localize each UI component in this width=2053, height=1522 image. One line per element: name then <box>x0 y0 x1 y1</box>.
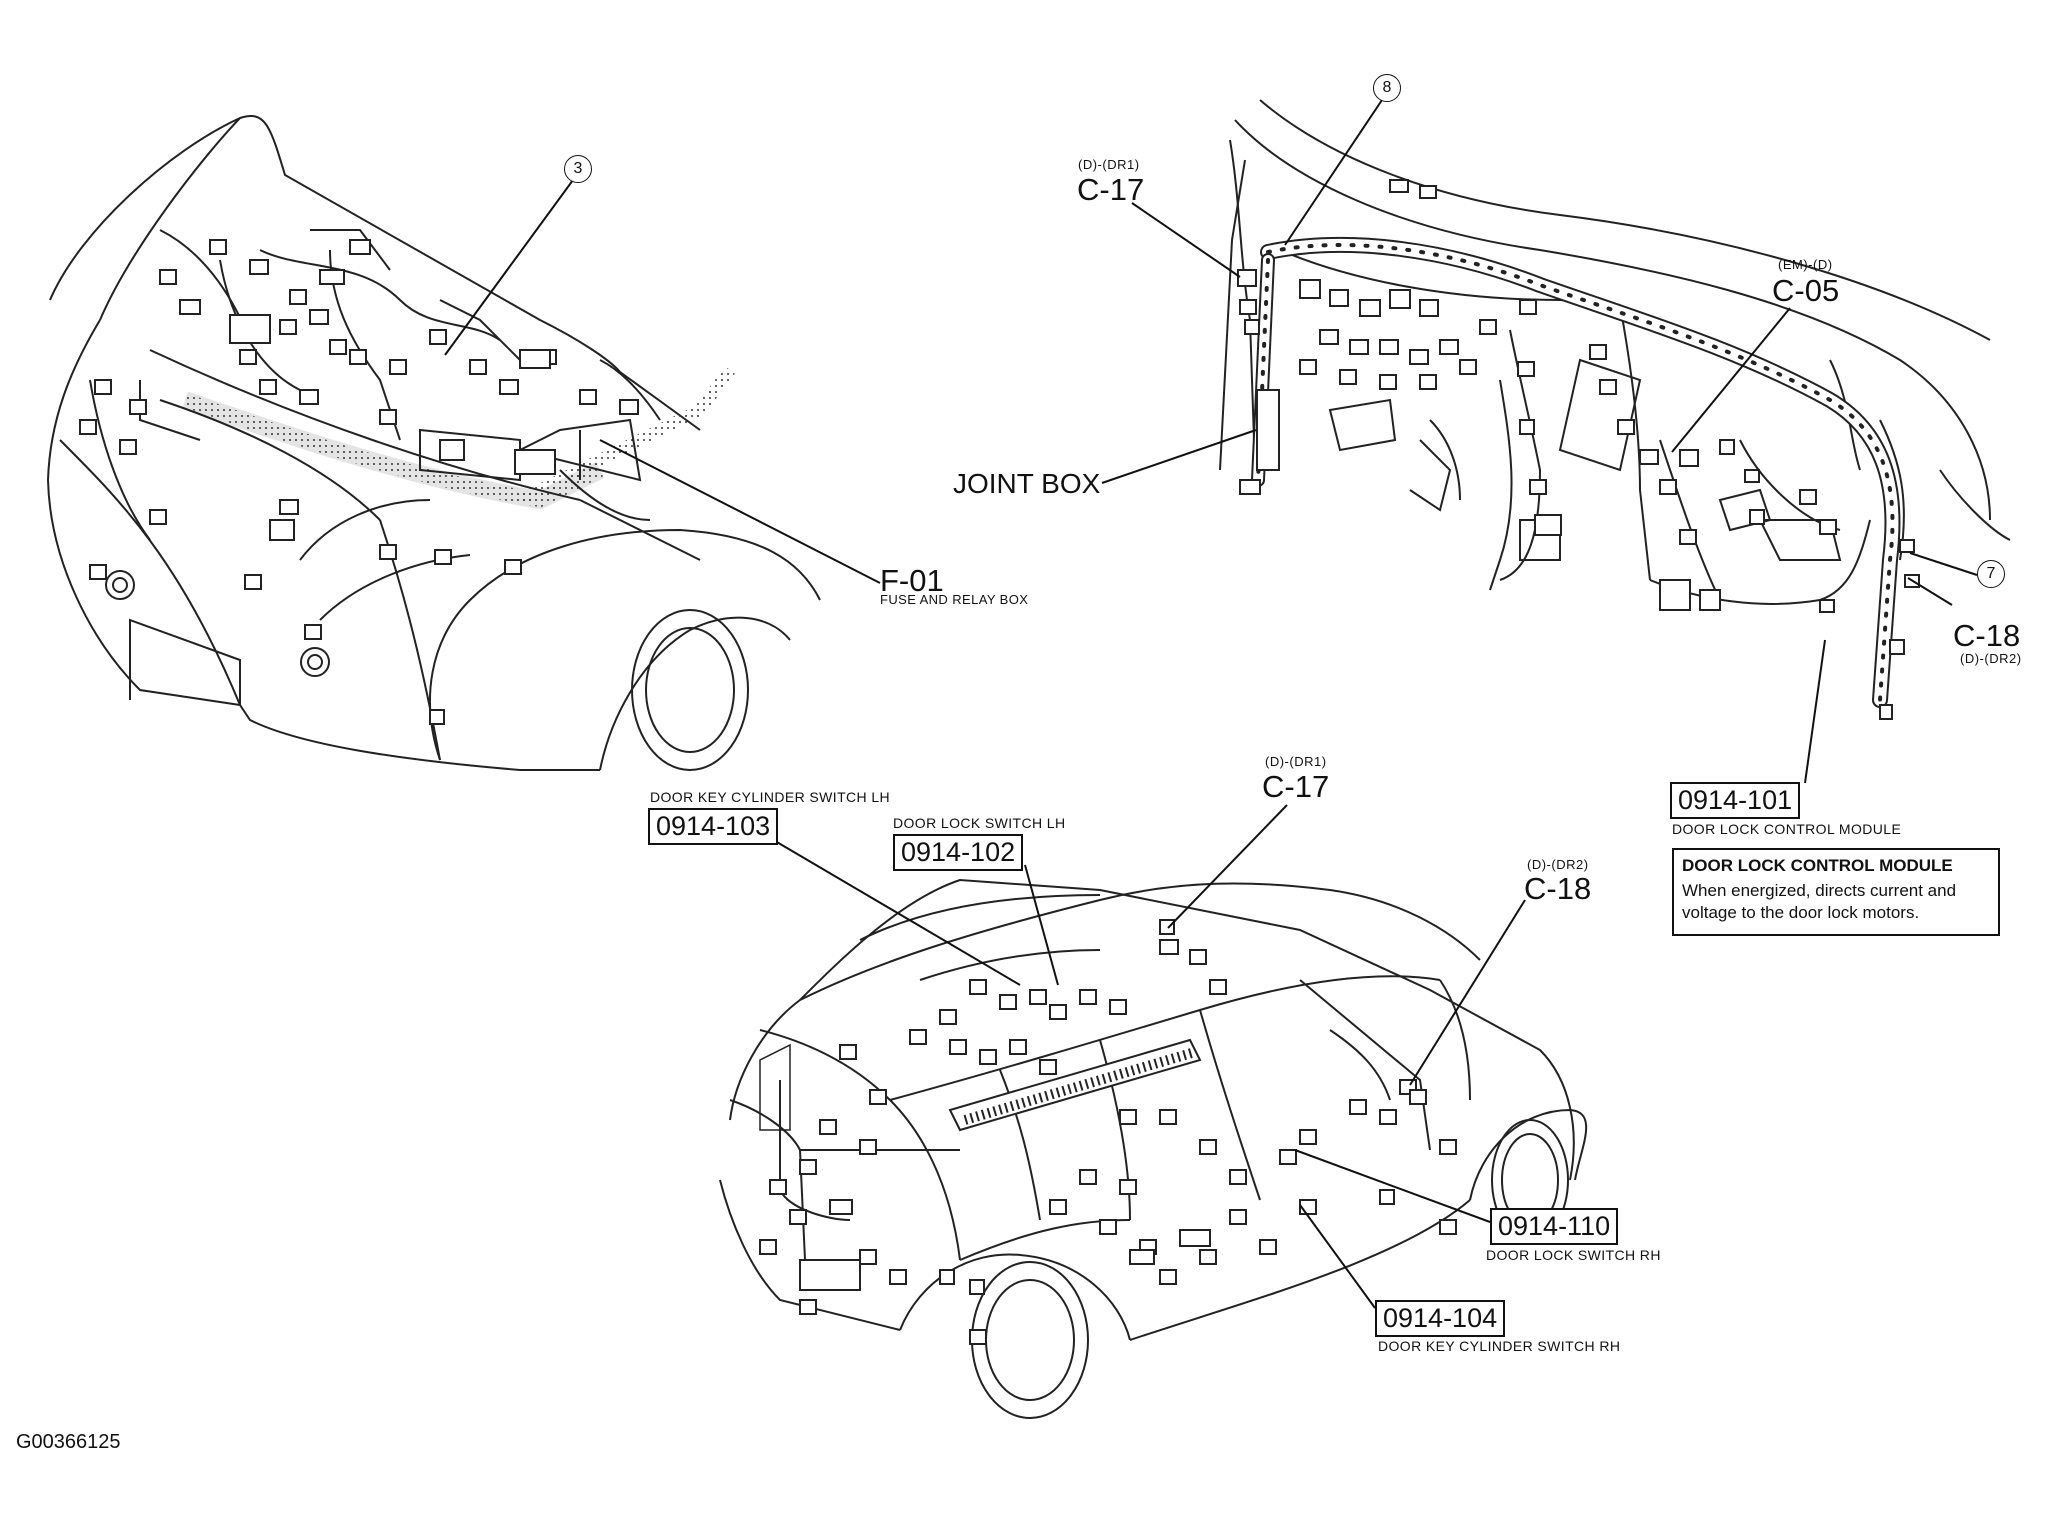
callout-3: 3 <box>564 155 592 183</box>
code-0914-103: 0914-103 <box>648 808 779 845</box>
key-cylinder-lh-caption: DOOR KEY CYLINDER SWITCH LH <box>650 789 891 805</box>
dash-interior-illustration <box>1219 99 2011 605</box>
front-vehicle-illustration <box>46 115 821 772</box>
joint-box-label: JOINT BOX <box>953 468 1101 499</box>
rear-connector-cluster <box>759 919 1457 1345</box>
dash-c18-code: C-18 <box>1953 618 2021 653</box>
code-0914-102: 0914-102 <box>893 834 1024 871</box>
rear-c17-sub: (D)-(DR1) <box>1265 754 1327 769</box>
callout-8: 8 <box>1373 74 1401 102</box>
door-lock-module-info-box: DOOR LOCK CONTROL MODULE When energized,… <box>1672 848 2000 936</box>
dash-c05-sub: (EM)-(D) <box>1778 257 1833 272</box>
info-box-line-1: When energized, directs current and <box>1682 881 1957 900</box>
leader-lines <box>444 99 1978 1309</box>
front-connector-cluster <box>79 239 639 725</box>
dash-c18-sub: (D)-(DR2) <box>1960 651 2022 666</box>
rear-c18-code: C-18 <box>1524 871 1592 906</box>
lock-switch-rh-caption: DOOR LOCK SWITCH RH <box>1486 1247 1661 1263</box>
info-box-line-2: voltage to the door lock motors. <box>1682 903 1920 922</box>
module-code-0914-101: 0914-101 <box>1670 782 1801 819</box>
dash-c17-code: C-17 <box>1077 172 1145 207</box>
dash-connector-cluster <box>1237 179 1920 720</box>
dash-c05-code: C-05 <box>1772 273 1840 308</box>
rear-roof-harness <box>948 1038 1202 1132</box>
code-0914-110: 0914-110 <box>1490 1208 1619 1245</box>
rear-c18-sub: (D)-(DR2) <box>1527 857 1589 872</box>
f01-code: F-01 <box>880 563 944 598</box>
lock-switch-lh-caption: DOOR LOCK SWITCH LH <box>893 815 1066 831</box>
rear-c17-code: C-17 <box>1262 769 1330 804</box>
info-box-title: DOOR LOCK CONTROL MODULE <box>1682 856 1953 875</box>
dash-c17-sub: (D)-(DR1) <box>1078 157 1140 172</box>
figure-id: G00366125 <box>16 1431 121 1453</box>
f01-caption: FUSE AND RELAY BOX <box>880 592 1029 607</box>
dash-harness <box>1251 236 1901 708</box>
code-0914-104: 0914-104 <box>1375 1300 1506 1337</box>
module-caption: DOOR LOCK CONTROL MODULE <box>1672 821 1902 837</box>
key-cylinder-rh-caption: DOOR KEY CYLINDER SWITCH RH <box>1378 1338 1621 1354</box>
callout-7: 7 <box>1977 560 2005 588</box>
